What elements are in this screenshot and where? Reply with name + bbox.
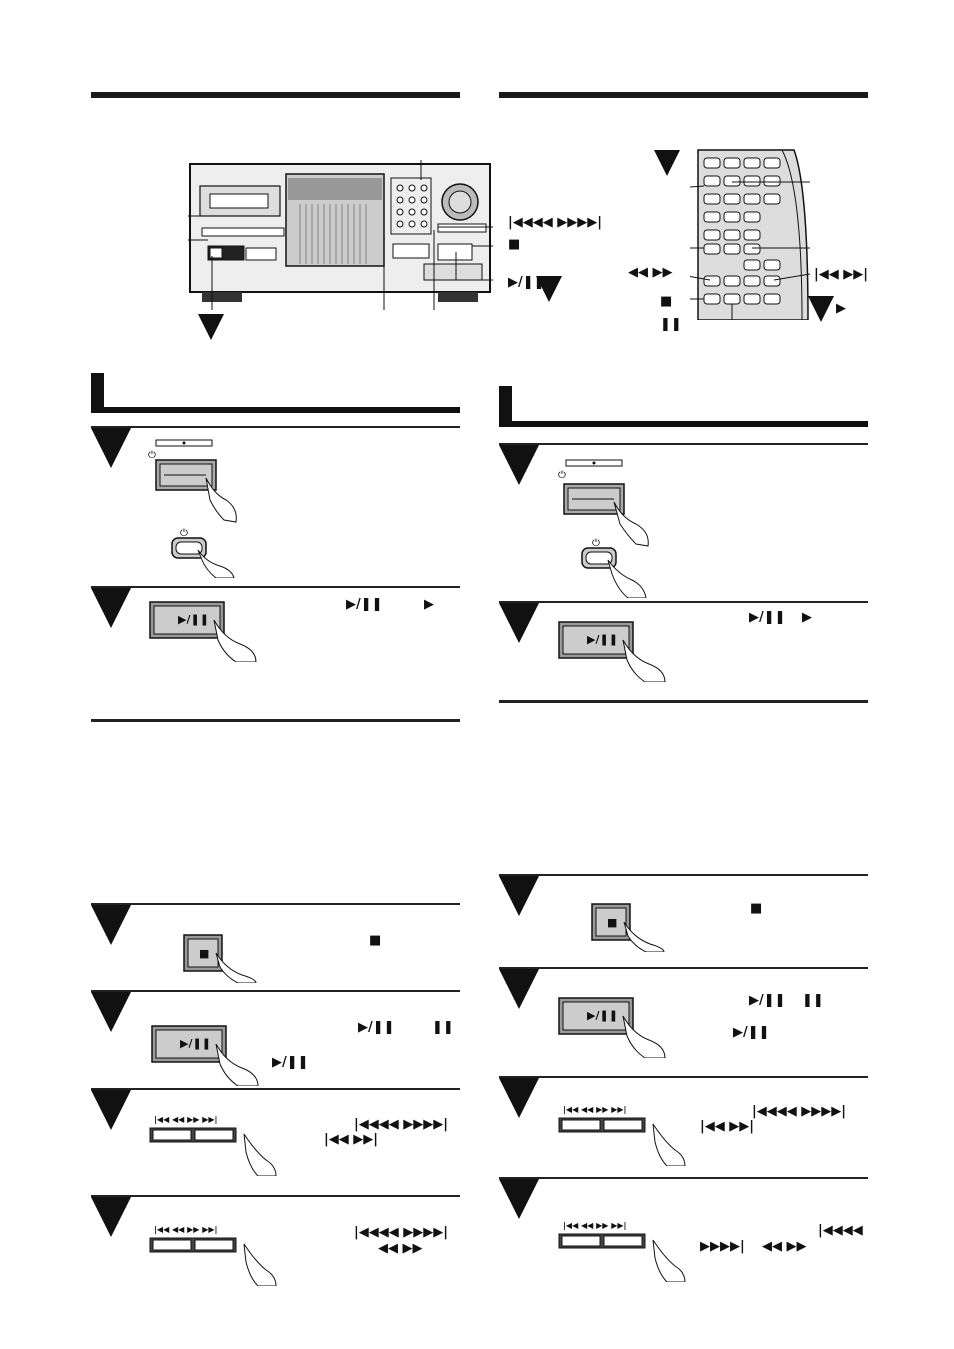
- right-step5-skip-label: |◀◀ ▶▶|: [700, 1119, 755, 1134]
- stop-label-player: ■: [508, 237, 521, 252]
- svg-text:⏻: ⏻: [180, 528, 188, 539]
- skip-face-4: |◀◀ ◀◀ ▶▶ ▶▶|: [563, 1221, 627, 1230]
- svg-text:⏻: ⏻: [148, 450, 156, 461]
- skip-face-1: |◀◀ ◀◀ ▶▶ ▶▶|: [154, 1115, 218, 1124]
- right-step3-rule: [499, 874, 868, 876]
- left-step4-pause-label: ❚❚: [432, 1020, 454, 1035]
- play-pause-face-1: ▶/❚❚: [178, 613, 209, 626]
- left-step6-skip-search-label: |◀◀◀◀ ▶▶▶▶|: [354, 1225, 449, 1240]
- left-step3-stop-label: ■: [369, 933, 382, 948]
- left-step5-skip-label: |◀◀ ▶▶|: [324, 1132, 379, 1147]
- left-section-tab: [91, 373, 104, 413]
- stop-label-remote: ■: [660, 294, 673, 309]
- right-step1-marker: [499, 445, 539, 485]
- right-step6-search-label: ◀◀ ▶▶: [762, 1239, 807, 1254]
- left-step2-marker: [91, 588, 131, 628]
- left-step6-rule: [91, 1195, 460, 1197]
- step-marker-triangle-remote-bottom: [808, 296, 834, 322]
- pause-label-remote: ❚❚: [660, 317, 682, 332]
- left-step5-skip-search-label: |◀◀◀◀ ▶▶▶▶|: [354, 1117, 449, 1132]
- play-pause-face-4: ▶/❚❚: [587, 1009, 618, 1022]
- right-step5-skip-search-label: |◀◀◀◀ ▶▶▶▶|: [752, 1104, 847, 1119]
- left-step3-marker: [91, 905, 131, 945]
- left-step4-marker: [91, 992, 131, 1032]
- left-divider: [91, 719, 460, 722]
- search-label-remote: ◀◀ ▶▶: [628, 265, 673, 280]
- play-pause-button-illustration-2: [151, 1025, 259, 1086]
- right-divider: [499, 700, 868, 703]
- stop-button-illustration-2: [591, 903, 665, 952]
- left-step5-marker: [91, 1090, 131, 1130]
- left-step4-play-pause-label-2: ▶/❚❚: [272, 1055, 309, 1070]
- right-section-rule: [499, 421, 868, 427]
- right-step6-marker: [499, 1179, 539, 1219]
- stop-face-2: ■: [607, 916, 618, 929]
- play-label-remote: ▶: [836, 301, 846, 316]
- play-pause-face-2: ▶/❚❚: [180, 1037, 211, 1050]
- step-marker-triangle-player-bottom: [198, 314, 224, 340]
- step-marker-triangle-player-right: [536, 276, 562, 302]
- remote-illustration: [690, 149, 810, 320]
- right-step4-play-pause-label: ▶/❚❚: [749, 993, 786, 1008]
- skip-face-3: |◀◀ ◀◀ ▶▶ ▶▶|: [563, 1105, 627, 1114]
- left-step4-play-pause-label: ▶/❚❚: [358, 1020, 395, 1035]
- play-pause-button-illustration-3: [558, 621, 666, 682]
- right-step2-marker: [499, 603, 539, 643]
- stop-button-illustration-1: [183, 934, 257, 983]
- left-step6-marker: [91, 1197, 131, 1237]
- power-button-illustration-2: ⏻ ⏻: [558, 459, 649, 598]
- left-step6-search-label: ◀◀ ▶▶: [378, 1241, 423, 1256]
- play-pause-face-3: ▶/❚❚: [587, 633, 618, 646]
- right-step3-marker: [499, 876, 539, 916]
- left-step2-rule: [91, 586, 460, 588]
- right-step4-rule: [499, 967, 868, 969]
- right-header-rule: [499, 92, 868, 98]
- left-section-rule: [91, 407, 460, 413]
- left-step4-rule: [91, 990, 460, 992]
- skip-label-remote: |◀◀ ▶▶|: [814, 267, 869, 282]
- skip-face-2: |◀◀ ◀◀ ▶▶ ▶▶|: [154, 1225, 218, 1234]
- left-step2-play-label: ▶: [424, 597, 434, 612]
- right-step6-skip-left-label: |◀◀◀◀: [818, 1223, 863, 1238]
- svg-text:⏻: ⏻: [592, 538, 600, 549]
- right-step5-marker: [499, 1078, 539, 1118]
- stop-face-1: ■: [199, 947, 210, 960]
- right-step2-play-pause-label: ▶/❚❚: [749, 610, 786, 625]
- right-step3-stop-label: ■: [750, 901, 763, 916]
- power-button-illustration-1: ⏻ ⏻: [148, 439, 237, 578]
- cd-player-illustration: [188, 160, 493, 310]
- left-header-rule: [91, 92, 460, 98]
- right-step4-marker: [499, 969, 539, 1009]
- right-step2-play-label: ▶: [802, 610, 812, 625]
- left-step1-rule: [91, 426, 460, 428]
- right-step6-rule: [499, 1177, 868, 1179]
- right-step5-rule: [499, 1076, 868, 1078]
- svg-text:⏻: ⏻: [558, 470, 566, 481]
- skip-search-label: |◀◀◀◀ ▶▶▶▶|: [508, 215, 603, 230]
- skip-buttons-illustration-3: [558, 1117, 686, 1166]
- play-pause-button-illustration-4: [558, 997, 666, 1058]
- left-step1-marker: [91, 428, 131, 468]
- right-step4-play-pause-label-2: ▶/❚❚: [733, 1025, 770, 1040]
- right-step6-search-right-label: ▶▶▶▶|: [700, 1239, 745, 1254]
- play-pause-label-player: ▶/❚❚: [508, 275, 545, 290]
- right-section-tab: [499, 386, 512, 426]
- skip-buttons-illustration-1: [149, 1127, 277, 1176]
- skip-buttons-illustration-4: [558, 1233, 686, 1282]
- skip-buttons-illustration-2: [149, 1237, 277, 1286]
- left-step5-rule: [91, 1088, 460, 1090]
- right-step4-pause-label: ❚❚: [802, 993, 824, 1008]
- play-pause-button-illustration-1: [149, 601, 257, 662]
- step-marker-triangle-remote-top: [654, 150, 680, 176]
- left-step3-rule: [91, 903, 460, 905]
- left-step2-play-pause-label: ▶/❚❚: [346, 597, 383, 612]
- right-step2-rule: [499, 601, 868, 603]
- right-step1-rule: [499, 443, 868, 445]
